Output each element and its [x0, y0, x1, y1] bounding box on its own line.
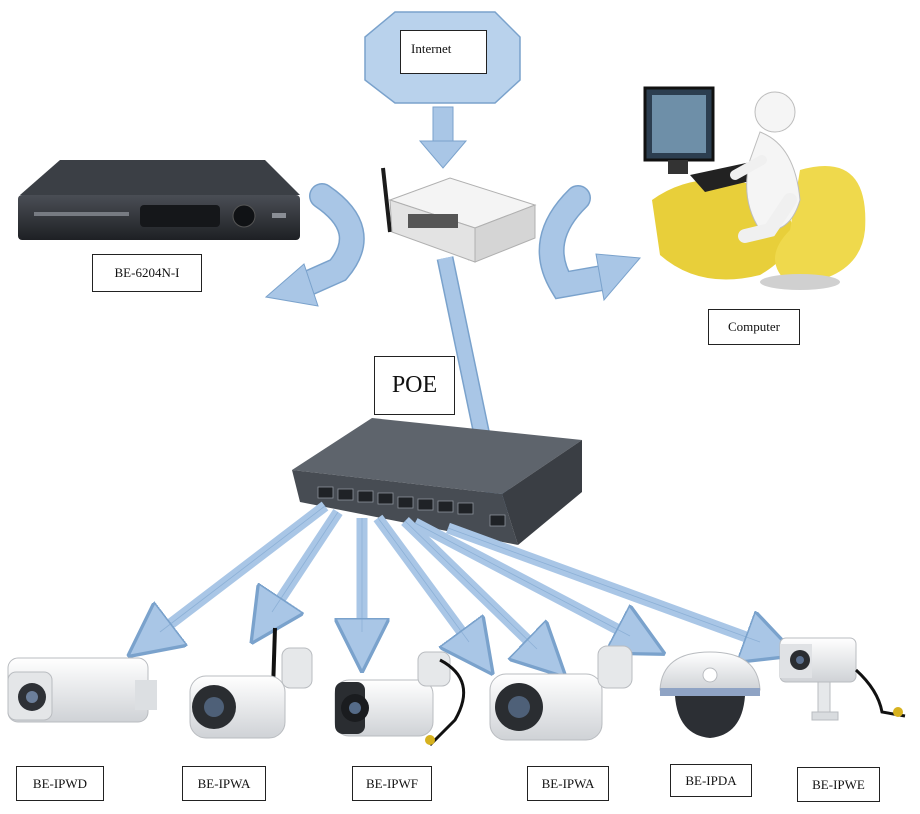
internet-to-router-arrow	[418, 106, 468, 169]
camera-label-3: BE-IPWF	[352, 766, 432, 801]
computer-label: Computer	[708, 309, 800, 345]
user-at-computer-icon	[643, 86, 866, 290]
camera-label-5: BE-IPDA	[670, 764, 752, 797]
ip-camera-icon-dome-da	[659, 651, 761, 738]
nvr-label: BE-6204N-I	[92, 254, 202, 292]
ip-camera-icon-bullet-wf	[334, 651, 466, 747]
camera-label-2: BE-IPWA	[182, 766, 266, 801]
ip-camera-icon-bullet-wa-1	[189, 627, 313, 739]
nvr-link-arrow	[264, 183, 365, 307]
camera-label-6: BE-IPWE	[797, 767, 880, 802]
wifi-router-icon	[381, 167, 537, 263]
poe-label: POE	[374, 356, 455, 415]
computer-link-arrow	[538, 185, 642, 302]
poe-switch-icon	[292, 418, 582, 545]
ip-camera-icon-bullet-wa-2	[489, 645, 633, 741]
internet-label: Internet	[400, 30, 487, 74]
ip-camera-icon-bullet-we	[779, 637, 906, 721]
camera-label-4: BE-IPWA	[527, 766, 609, 801]
camera-label-1: BE-IPWD	[16, 766, 104, 801]
dvr-recorder-icon	[18, 160, 300, 240]
ip-camera-icon-bullet-wd	[7, 657, 157, 723]
camera-link-arrows	[152, 501, 768, 656]
